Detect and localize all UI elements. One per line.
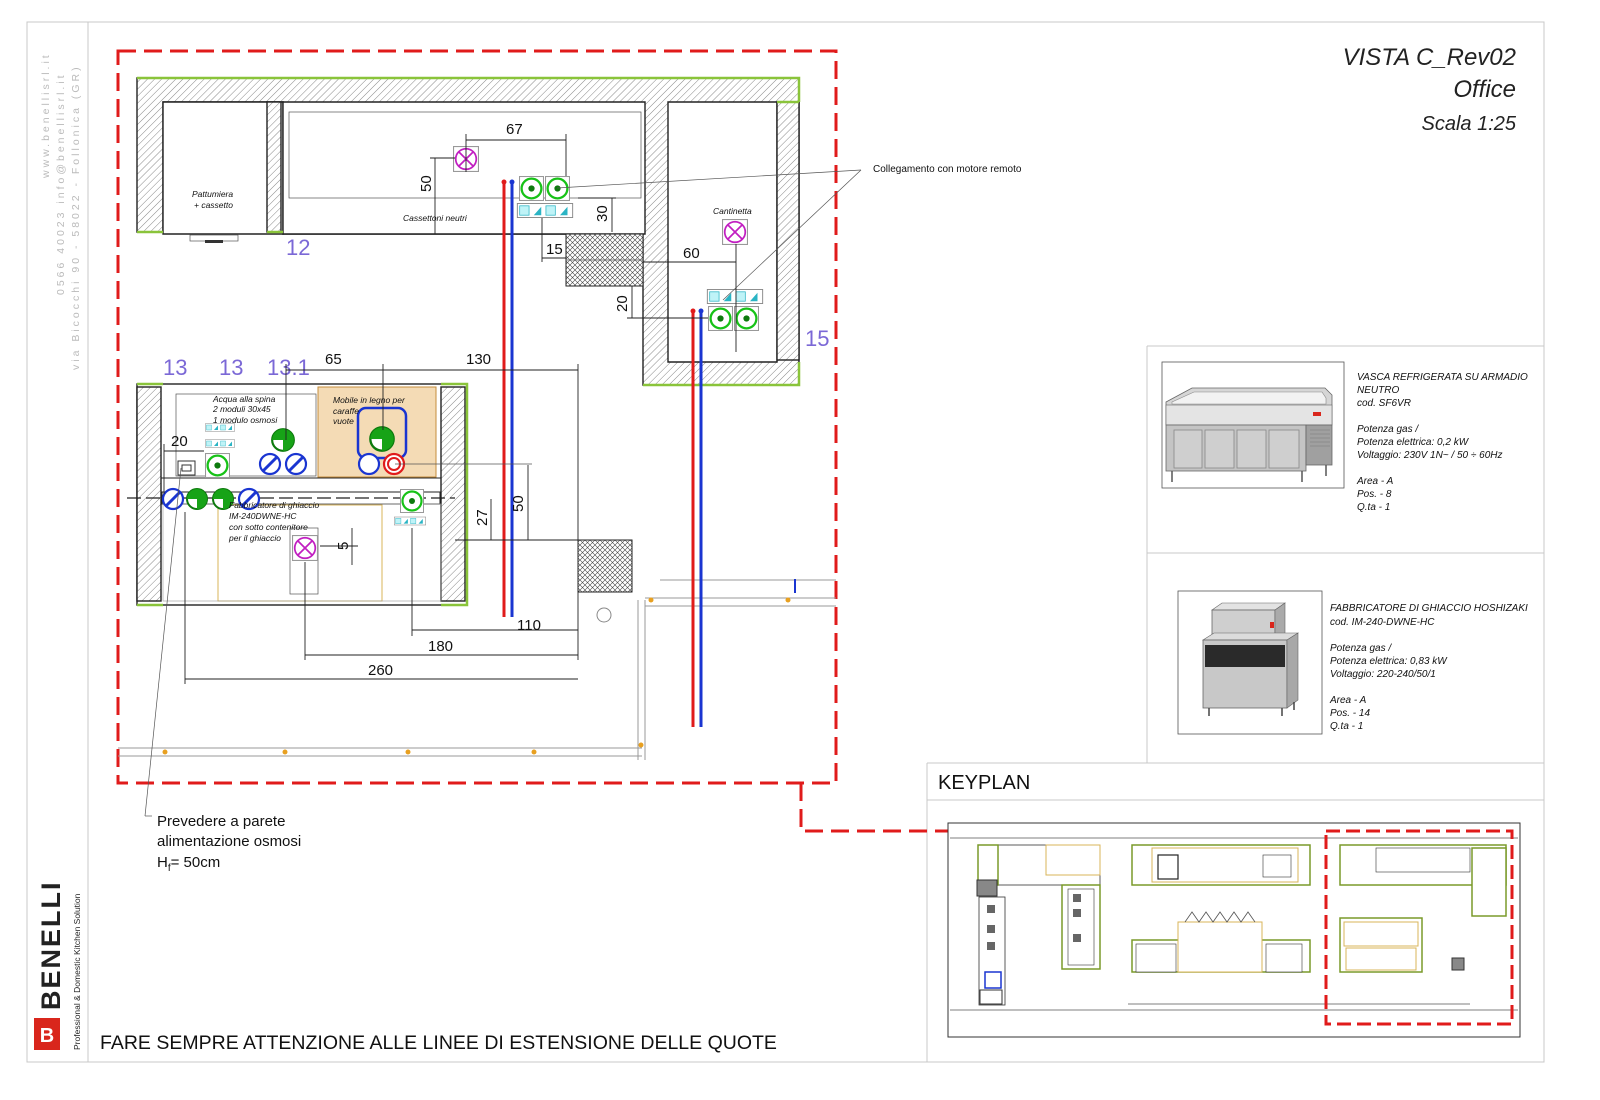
water-connection-icon [400, 489, 424, 513]
cold-water-valve-icon [284, 452, 308, 476]
cold-water-valve-icon [258, 452, 282, 476]
floor-plan: 12 13 13 13.1 15 Pattumiera + cassetto C… [118, 76, 1022, 874]
keyplan: KEYPLAN [938, 772, 1521, 1038]
logo-brand-name: BENELLI [36, 880, 66, 1010]
water-connection-icon [708, 306, 733, 331]
water-meter-icon [271, 428, 295, 452]
dimension-label: 50 [418, 175, 435, 192]
water-meter-icon [186, 488, 208, 510]
dimension-label: 15 [546, 241, 563, 258]
product-name: VASCA REFRIGERATA SU ARMADIO [1357, 372, 1528, 383]
product-gas: Potenza gas / [1357, 424, 1419, 435]
product-voltage: Voltaggio: 230V 1N~ / 50 ÷ 60Hz [1357, 450, 1503, 461]
dimension-label: 130 [466, 351, 491, 368]
product-gas: Potenza gas / [1330, 643, 1392, 654]
drawing-scale: Scala 1:25 [1421, 113, 1516, 135]
equipment-label: IM-240DWNE-HC [229, 511, 297, 521]
electric-socket-icon [205, 439, 235, 448]
equipment-label: per il ghiaccio [228, 533, 281, 543]
product-card-vasca: VASCA REFRIGERATA SU ARMADIO NEUTRO cod.… [1161, 361, 1528, 513]
equipment-label: Mobile in legno per [333, 395, 406, 405]
equipment-label: Fabbricatore di ghiaccio [229, 500, 320, 510]
dimension-label: 67 [506, 121, 523, 138]
equipment-label: 1 modulo osmosi [213, 415, 278, 425]
dimension-label: 20 [614, 295, 631, 312]
note-line: Prevedere a parete [157, 813, 285, 830]
dimension-label: 60 [683, 245, 700, 262]
equipment-label: con sotto contenitore [229, 522, 308, 532]
svg-text:B: B [40, 1025, 54, 1047]
product-code: cod. IM-240-DWNE-HC [1330, 617, 1435, 628]
company-website: www.benellisrl.it [40, 52, 52, 179]
product-quantity: Q.ta - 1 [1357, 502, 1390, 513]
product-position: Pos. - 14 [1330, 708, 1370, 719]
section-label: 15 [805, 326, 829, 351]
footer-warning: FARE SEMPRE ATTENZIONE ALLE LINEE DI EST… [100, 1032, 777, 1054]
equipment-label: + cassetto [194, 200, 233, 210]
equipment-label: vuote [333, 416, 354, 426]
cold-water-valve-icon [161, 487, 185, 511]
drain-icon [722, 219, 748, 245]
section-label: 12 [286, 235, 310, 260]
product-card-ice-maker: FABBRICATORE DI GHIACCIO HOSHIZAKI cod. … [1177, 590, 1528, 735]
dimension-label: 5 [335, 542, 352, 550]
product-name: FABBRICATORE DI GHIACCIO HOSHIZAKI [1330, 603, 1528, 614]
electric-socket-icon [394, 516, 426, 526]
water-connection-icon [519, 176, 544, 201]
product-area: Area - A [1356, 476, 1394, 487]
company-contact-info: www.benellisrl.it 0566 40023 info@benell… [40, 52, 82, 370]
equipment-label: Pattumiera [192, 189, 233, 199]
osmosis-note: Prevedere a parete alimentazione osmosi … [157, 813, 301, 874]
product-code: cod. SF6VR [1357, 398, 1411, 409]
equipment-label: Acqua alla spina [212, 394, 276, 404]
electric-socket-icon [706, 289, 764, 304]
equipment-label: Cantinetta [713, 206, 752, 216]
dimension-label: 20 [171, 433, 188, 450]
benelli-logo: B BENELLI Professional & Domestic Kitche… [34, 880, 82, 1050]
dimension-label: 180 [428, 638, 453, 655]
dimension-label: 27 [474, 509, 491, 526]
product-quantity: Q.ta - 1 [1330, 721, 1363, 732]
electric-socket-icon [516, 203, 574, 218]
keyplan-title: KEYPLAN [938, 772, 1030, 794]
product-position: Pos. - 8 [1357, 489, 1392, 500]
section-label: 13 [219, 355, 243, 380]
water-connection-icon [205, 453, 230, 478]
drawing-subtitle: Office [1453, 76, 1516, 103]
logo-mark-icon [34, 1018, 60, 1050]
company-address: via Bicocchi 90 - 58022 - Follonica (GR) [70, 64, 82, 370]
note-line: alimentazione osmosi [157, 833, 301, 850]
product-name: NEUTRO [1357, 385, 1399, 396]
dimension-label: 260 [368, 662, 393, 679]
remote-motor-label: Collegamento con motore remoto [873, 164, 1022, 175]
water-meter-icon [369, 426, 395, 452]
drawing-title: VISTA C_Rev02 [1343, 44, 1516, 71]
section-label: 13.1 [267, 355, 310, 380]
product-voltage: Voltaggio: 220-240/50/1 [1330, 669, 1436, 680]
company-phone-email: 0566 40023 info@benellisrl.it [55, 72, 67, 295]
equipment-label: 2 moduli 30x45 [212, 404, 271, 414]
dimension-label: 110 [517, 617, 541, 634]
product-power: Potenza elettrica: 0,2 kW [1357, 437, 1470, 448]
dimension-label: 50 [510, 495, 527, 512]
logo-tagline: Professional & Domestic Kitchen Solution [72, 893, 82, 1050]
dimension-label: 65 [325, 351, 342, 368]
product-area: Area - A [1329, 695, 1367, 706]
equipment-label: caraffe [333, 406, 359, 416]
drawing-header: VISTA C_Rev02 Office Scala 1:25 [1343, 44, 1517, 135]
water-connection-icon [734, 306, 759, 331]
cold-water-valve-icon [357, 452, 381, 476]
area-boundary [116, 49, 838, 785]
section-label: 13 [163, 355, 187, 380]
drain-icon [292, 535, 318, 561]
keyplan-leader [799, 783, 948, 833]
water-connection-icon [545, 176, 570, 201]
keyplan-highlight [1324, 829, 1514, 1026]
note-line: Hf= 50cm [157, 854, 220, 874]
dimension-label: 30 [594, 205, 611, 222]
product-power: Potenza elettrica: 0,83 kW [1330, 656, 1448, 667]
